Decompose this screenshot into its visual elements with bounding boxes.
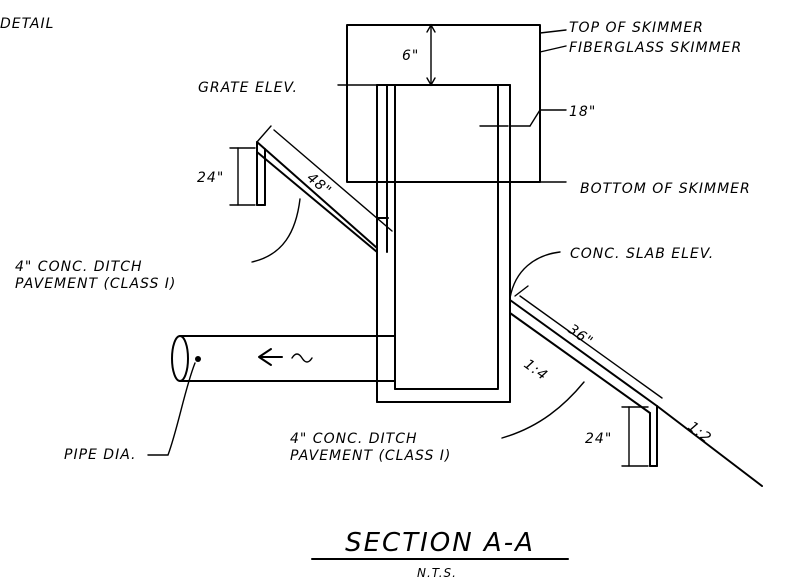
scale-note: N.T.S.: [417, 566, 457, 580]
corner-label: DETAIL: [0, 16, 54, 32]
left-wall-height-text: 24": [197, 170, 224, 186]
left-wall-dimension: [229, 147, 256, 206]
right-ditch-pavement: [509, 285, 763, 487]
fiberglass-skimmer-box: [346, 24, 541, 183]
bottom-of-skimmer-label: BOTTOM OF SKIMMER: [580, 181, 751, 197]
slope-near-text: 1:4: [521, 356, 551, 384]
bottom-ditch-label-line1: 4" CONC. DITCH: [290, 431, 418, 447]
left-slope-dimension: [273, 129, 393, 232]
skimmer-gap-text: 6": [402, 48, 419, 64]
conc-slab-elev-label: CONC. SLAB ELEV.: [570, 246, 714, 262]
leader-lines: [147, 29, 585, 456]
top-of-skimmer-label: TOP OF SKIMMER: [569, 20, 704, 36]
riser-structure: [376, 84, 511, 403]
left-ditch-label-line1: 4" CONC. DITCH: [15, 259, 143, 275]
bottom-ditch-label-line2: PAVEMENT (CLASS I): [290, 448, 451, 464]
outlet-pipe: [171, 335, 396, 382]
grate-elev-label: GRATE ELEV.: [198, 80, 298, 96]
riser-width-dimension: [479, 109, 567, 127]
right-slope-dimension: [519, 295, 663, 399]
section-title: SECTION A-A: [345, 528, 535, 558]
right-wall-dimension: [621, 406, 649, 467]
left-ditch-pavement: [256, 125, 389, 253]
fiberglass-skimmer-label: FIBERGLASS SKIMMER: [569, 40, 742, 56]
right-wall-height-text: 24": [585, 431, 612, 447]
pipe-dia-label: PIPE DIA.: [64, 447, 137, 463]
riser-width-text: 18": [569, 104, 596, 120]
right-slope-length-text: 36": [565, 321, 596, 350]
slope-far-text: 1:2: [685, 419, 715, 447]
skimmer-gap-dimension: [426, 23, 436, 87]
left-ditch-label-line2: PAVEMENT (CLASS I): [15, 276, 176, 292]
